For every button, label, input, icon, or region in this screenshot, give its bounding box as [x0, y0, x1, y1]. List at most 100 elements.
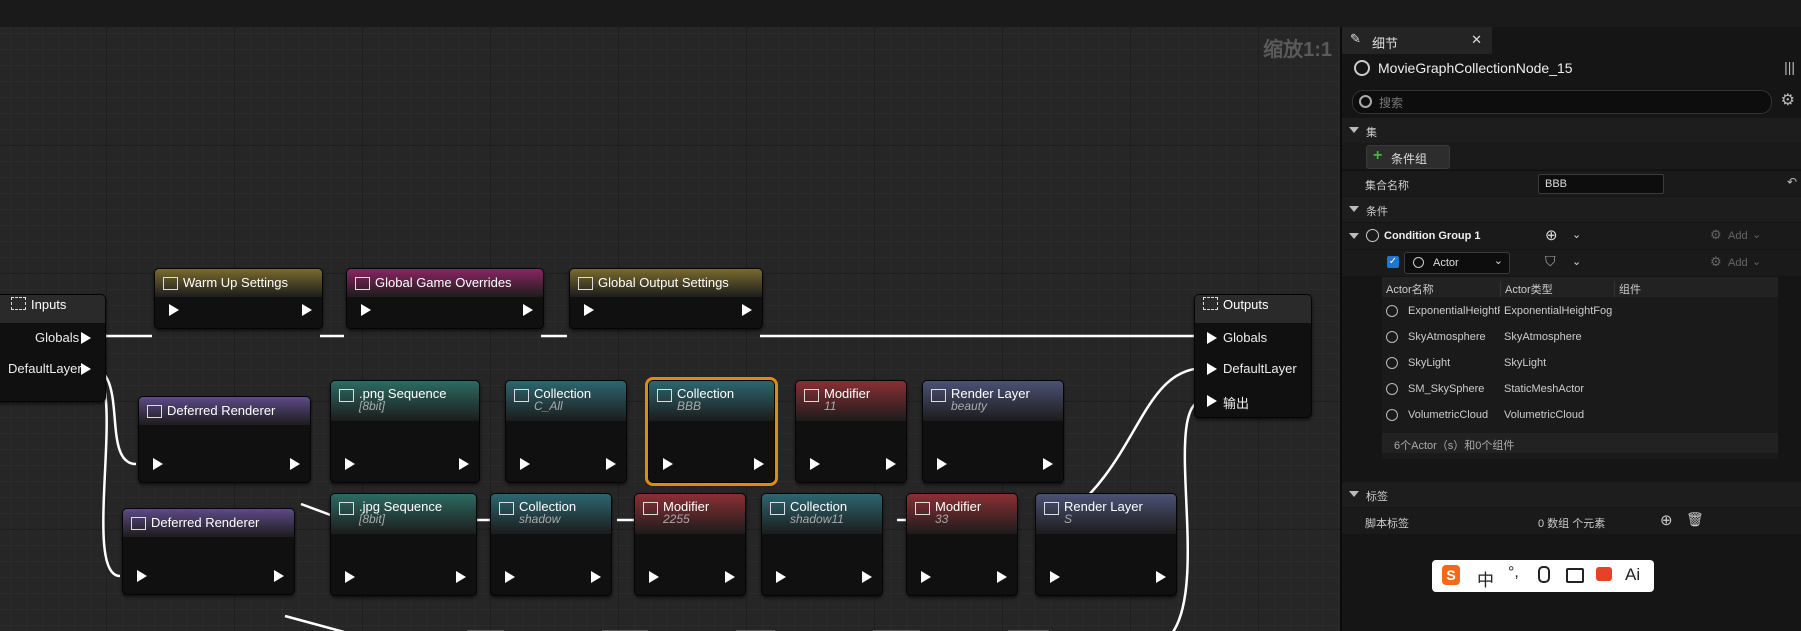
inputs-node[interactable]: Inputs Globals DefaultLayer — [0, 294, 106, 402]
gear-icon[interactable]: ⚙ — [1710, 227, 1722, 242]
input-pin[interactable] — [361, 304, 371, 316]
input-pin[interactable] — [153, 458, 163, 470]
output-pin[interactable] — [754, 458, 764, 470]
trash-icon[interactable]: 🗑 — [1686, 511, 1704, 527]
enabled-checkbox[interactable]: ✓ — [1387, 256, 1399, 268]
input-pin[interactable] — [584, 304, 594, 316]
collection-icon — [657, 389, 672, 402]
keyboard-icon[interactable] — [1566, 568, 1584, 583]
input-pin[interactable] — [1207, 363, 1217, 375]
input-pin[interactable] — [137, 570, 147, 582]
output-pin[interactable] — [290, 458, 300, 470]
actor-filter-icon[interactable]: ⛉ — [1545, 253, 1556, 269]
graph-node[interactable]: Deferred Renderer — [138, 396, 311, 483]
panel-menu-icon[interactable]: ||| — [1784, 59, 1795, 75]
input-pin[interactable] — [505, 571, 515, 583]
input-pin[interactable] — [663, 458, 673, 470]
output-pin[interactable] — [725, 571, 735, 583]
input-pin[interactable] — [937, 458, 947, 470]
add-condition-group-button[interactable]: + 条件组 — [1366, 145, 1450, 169]
section-conditions[interactable]: 条件 — [1342, 197, 1801, 222]
search-box[interactable]: 搜索 — [1352, 90, 1772, 114]
ime-chinese-toggle[interactable]: 中 — [1477, 571, 1494, 590]
graph-node[interactable]: .jpg Sequence[8bit] — [330, 493, 477, 596]
add-element-icon[interactable]: ⊕ — [1660, 512, 1673, 529]
output-pin[interactable] — [81, 332, 91, 344]
outputs-node[interactable]: Outputs Globals DefaultLayer 输出 — [1194, 294, 1312, 418]
output-pin[interactable] — [81, 363, 91, 375]
input-pin[interactable] — [649, 571, 659, 583]
table-row[interactable]: ExponentialHeightFogExponentialHeightFog — [1382, 299, 1778, 323]
skin-icon[interactable] — [1596, 567, 1612, 581]
ime-punctuation-toggle[interactable]: °, — [1508, 564, 1519, 581]
node-subtitle: BBB — [677, 399, 702, 413]
output-pin[interactable] — [862, 571, 872, 583]
input-pin[interactable] — [1207, 332, 1217, 344]
output-pin[interactable] — [997, 571, 1007, 583]
output-pin[interactable] — [456, 571, 466, 583]
chevron-down-icon[interactable] — [1349, 233, 1359, 239]
node-subtitle: 2255 — [663, 512, 690, 526]
node-title: Global Game Overrides — [375, 275, 512, 290]
input-pin[interactable] — [345, 571, 355, 583]
gear-icon[interactable]: ⚙ — [1710, 254, 1722, 269]
section-tags[interactable]: 标签 — [1342, 482, 1801, 507]
ime-logo-icon[interactable]: S — [1442, 565, 1460, 585]
output-pin[interactable] — [274, 570, 284, 582]
output-pin[interactable] — [742, 304, 752, 316]
output-pin[interactable] — [591, 571, 601, 583]
pin-label: Globals — [35, 330, 80, 345]
input-pin[interactable] — [776, 571, 786, 583]
pencil-icon: ✎ — [1350, 31, 1361, 46]
actor-type-select[interactable]: Actor ⌄ — [1404, 252, 1510, 274]
settings-icon[interactable]: ⚙ — [1780, 92, 1795, 109]
input-pin[interactable] — [520, 458, 530, 470]
graph-node[interactable]: Warm Up Settings — [154, 268, 323, 329]
graph-node[interactable]: Deferred Renderer — [122, 508, 295, 595]
output-pin[interactable] — [606, 458, 616, 470]
collection-name-input[interactable]: BBB — [1538, 174, 1664, 194]
output-pin[interactable] — [1156, 571, 1166, 583]
chevron-down-icon[interactable]: ⌄ — [1572, 256, 1582, 268]
add-group-row: + 条件组 — [1342, 143, 1801, 169]
output-pin[interactable] — [523, 304, 533, 316]
graph-node[interactable]: Global Output Settings — [569, 268, 763, 329]
section-collection[interactable]: 集 — [1342, 118, 1801, 143]
output-pin[interactable] — [1043, 458, 1053, 470]
input-pin[interactable] — [1050, 571, 1060, 583]
graph-node[interactable]: Global Game Overrides — [346, 268, 544, 329]
close-icon[interactable]: ✕ — [1471, 32, 1482, 47]
microphone-icon[interactable] — [1538, 566, 1550, 583]
actor-type: VolumetricCloud — [1504, 409, 1585, 421]
add-condition-icon[interactable]: ⊕ — [1545, 227, 1558, 244]
chevron-down-icon[interactable]: ⌄ — [1572, 229, 1582, 241]
output-pin[interactable] — [302, 304, 312, 316]
graph-canvas[interactable]: 缩放1:1 Inputs Globals DefaultLayer Output… — [0, 27, 1340, 631]
output-pin[interactable] — [886, 458, 896, 470]
ai-icon[interactable]: Ai — [1625, 565, 1641, 584]
input-pin[interactable] — [1207, 395, 1217, 407]
reset-icon[interactable]: ↶ — [1786, 175, 1797, 189]
input-pin[interactable] — [810, 458, 820, 470]
input-pin[interactable] — [169, 304, 179, 316]
search-input[interactable]: 搜索 — [1379, 96, 1404, 110]
tab-details[interactable]: ✎ 细节 ✕ — [1342, 27, 1492, 54]
input-pin[interactable] — [345, 458, 355, 470]
node-title: Collection — [534, 386, 592, 401]
output-pin[interactable] — [459, 458, 469, 470]
graph-node[interactable]: .png Sequence[8bit] — [330, 380, 480, 483]
input-pin[interactable] — [921, 571, 931, 583]
